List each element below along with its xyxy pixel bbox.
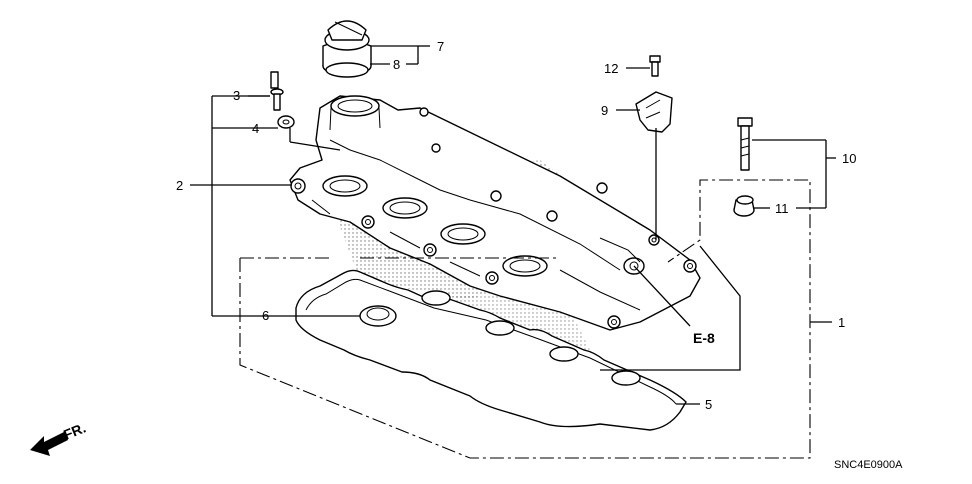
front-arrow-icon bbox=[30, 432, 68, 456]
section-reference: E-8 bbox=[693, 330, 715, 346]
callout-5: 5 bbox=[705, 397, 712, 412]
leader-lines bbox=[190, 45, 836, 405]
bolt-12 bbox=[649, 55, 661, 77]
grommet-11 bbox=[733, 195, 755, 217]
callout-4: 4 bbox=[252, 121, 259, 136]
head-cover bbox=[289, 95, 701, 331]
diagram-code: SNC4E0900A bbox=[834, 459, 903, 471]
callout-9: 9 bbox=[601, 103, 608, 118]
washer-4 bbox=[277, 115, 295, 129]
callout-6: 6 bbox=[262, 308, 269, 323]
callout-8: 8 bbox=[393, 57, 400, 72]
callout-2: 2 bbox=[176, 178, 183, 193]
callout-7: 7 bbox=[437, 39, 444, 54]
bolt-10 bbox=[737, 117, 753, 171]
callout-12: 12 bbox=[604, 61, 618, 76]
callout-10: 10 bbox=[842, 151, 856, 166]
front-marker-label: FR. bbox=[61, 419, 88, 442]
callout-1: 1 bbox=[838, 315, 845, 330]
callout-11: 11 bbox=[775, 201, 789, 216]
bolt-3 bbox=[270, 71, 284, 111]
plug-tube-seal-6 bbox=[359, 305, 397, 327]
bracket-9 bbox=[635, 91, 673, 133]
callout-3: 3 bbox=[233, 88, 240, 103]
assembly-boundary bbox=[239, 179, 811, 459]
cap-gasket bbox=[325, 62, 369, 78]
